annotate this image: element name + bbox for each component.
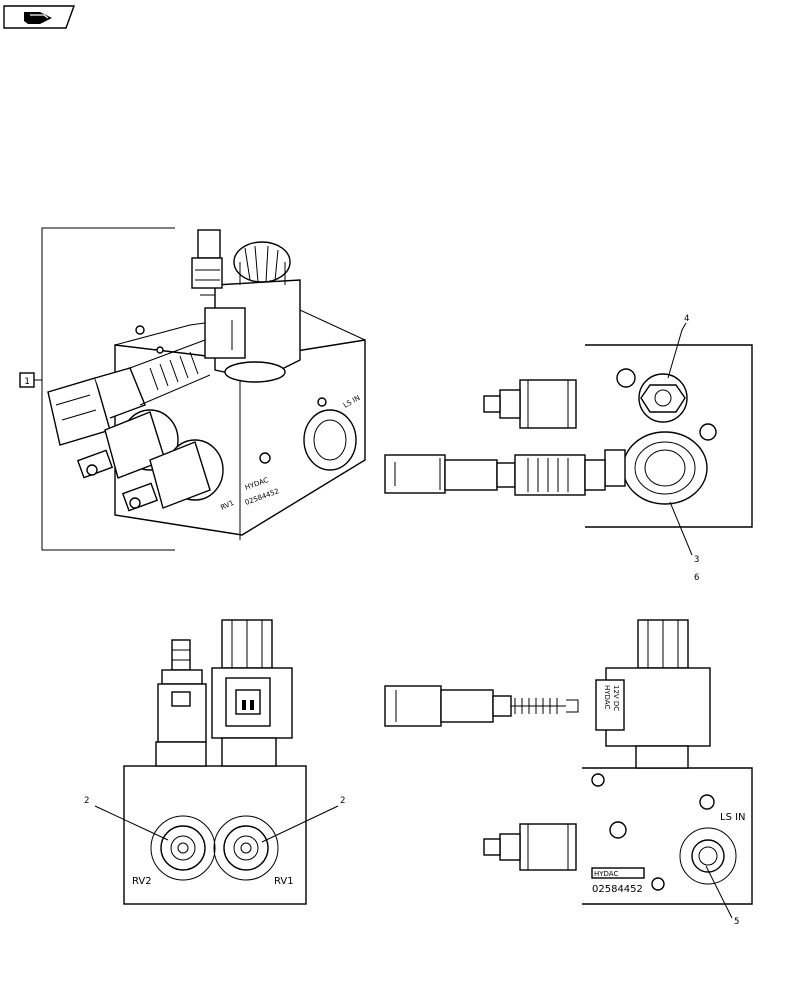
rv2-label-front: RV2 xyxy=(132,876,152,887)
relief-valve-side xyxy=(483,823,577,871)
callout-3: 3 xyxy=(669,501,699,565)
part-number-side: 02584452 xyxy=(592,884,643,895)
callout-4: 4 xyxy=(667,314,689,379)
pressure-sensor-front xyxy=(155,639,207,767)
connector-cable-top xyxy=(384,454,606,496)
top-view: 4 3 6 xyxy=(384,314,753,583)
ls-port-top xyxy=(638,373,688,423)
callout-5: 5 xyxy=(705,865,739,927)
svg-text:2: 2 xyxy=(84,796,89,806)
svg-text:4: 4 xyxy=(684,314,689,324)
isometric-view: 1 LS IN RV1 HYDAC 02584452 xyxy=(19,227,366,551)
svg-text:2: 2 xyxy=(340,796,345,806)
side-view: LS IN HYDAC 02584452 12V DC HYDAC xyxy=(384,619,753,927)
solenoid-front xyxy=(211,619,293,767)
svg-text:6: 6 xyxy=(694,573,699,583)
relief-valve-rv1-iso xyxy=(121,439,224,512)
coil-text-a: 12V DC xyxy=(612,685,620,711)
rv1-label-front: RV1 xyxy=(274,876,294,887)
relief-valve-top xyxy=(483,379,577,429)
coil-ring-top xyxy=(604,431,708,505)
coil-text-b: HYDAC xyxy=(603,685,611,709)
svg-text:5: 5 xyxy=(734,917,739,927)
front-view: RV2 RV1 2 2 xyxy=(84,619,345,905)
ls-in-port-side xyxy=(679,827,737,885)
callout-2-right: 2 xyxy=(261,796,345,843)
callout-assembly: 1 xyxy=(19,372,35,388)
hand-pointing-icon xyxy=(24,12,52,24)
connector-cable-iso xyxy=(47,339,211,446)
callout-2-left: 2 xyxy=(84,796,169,841)
solenoid-coil-iso xyxy=(204,241,301,383)
connector-cable-side xyxy=(384,685,579,727)
ls-in-label-side: LS IN xyxy=(720,812,746,823)
svg-text:3: 3 xyxy=(694,555,699,565)
callout-6: 6 xyxy=(694,573,699,583)
pressure-sensor-iso xyxy=(191,229,223,305)
assembly-bracket xyxy=(41,227,175,551)
brand-label-side: HYDAC xyxy=(594,870,618,878)
rv2-port-front xyxy=(150,815,216,881)
solenoid-side: 12V DC HYDAC xyxy=(595,619,711,769)
svg-text:1: 1 xyxy=(24,377,29,387)
back-nav-button[interactable] xyxy=(3,5,75,29)
rv1-port-front xyxy=(213,815,279,881)
